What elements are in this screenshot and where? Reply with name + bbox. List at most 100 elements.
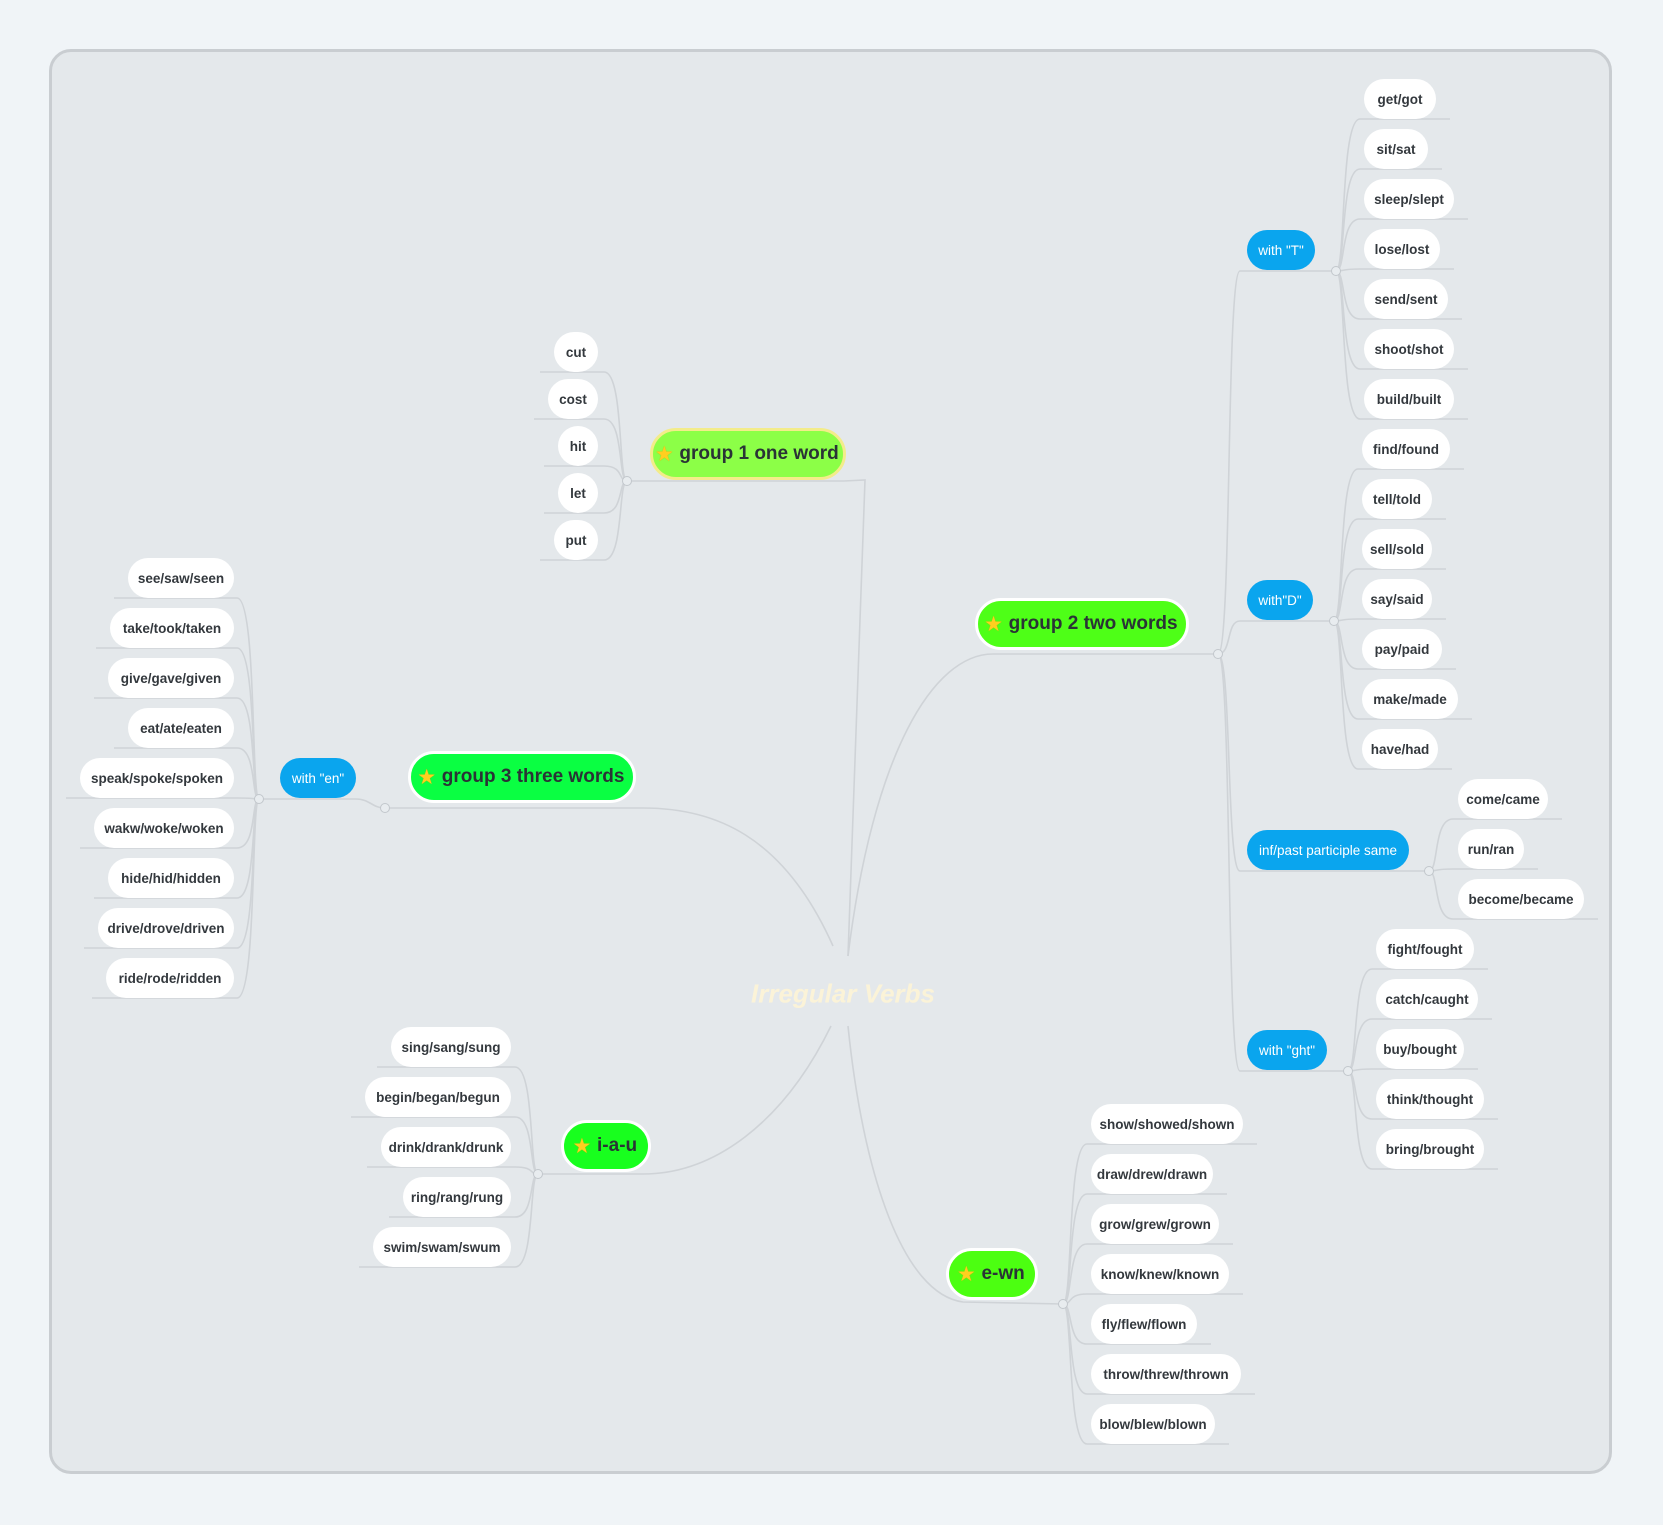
branch-collapse-toggle[interactable] — [1331, 266, 1341, 276]
verb-item-say-said-label: say/said — [1370, 591, 1424, 607]
verb-item-take-took-taken[interactable]: take/took/taken — [110, 608, 234, 648]
verb-item-catch-caught[interactable]: catch/caught — [1376, 979, 1478, 1019]
verb-item-send-sent[interactable]: send/sent — [1364, 279, 1448, 319]
verb-item-drive-drove-driven[interactable]: drive/drove/driven — [98, 908, 234, 948]
subtopic-with-t[interactable]: with "T" — [1247, 230, 1315, 270]
verb-item-tell-told[interactable]: tell/told — [1362, 479, 1432, 519]
verb-item-know-knew-known[interactable]: know/knew/known — [1091, 1254, 1229, 1294]
branch-collapse-toggle[interactable] — [1213, 649, 1223, 659]
verb-item-ride-rode-ridden[interactable]: ride/rode/ridden — [106, 958, 234, 998]
branch-collapse-toggle[interactable] — [1329, 616, 1339, 626]
verb-item-cost[interactable]: cost — [548, 379, 598, 419]
verb-item-see-saw-seen[interactable]: see/saw/seen — [128, 558, 234, 598]
verb-item-become-became-label: become/became — [1468, 891, 1574, 907]
star-icon: ★ — [985, 613, 1002, 634]
verb-item-sell-sold-label: sell/sold — [1369, 541, 1425, 557]
verb-item-sell-sold[interactable]: sell/sold — [1362, 529, 1432, 569]
verb-item-give-gave-given[interactable]: give/gave/given — [108, 658, 234, 698]
verb-item-wakw-woke-woken-label: wakw/woke/woken — [104, 820, 224, 836]
verb-item-swim-swam-swum[interactable]: swim/swam/swum — [373, 1227, 511, 1267]
verb-item-see-saw-seen-label: see/saw/seen — [137, 570, 225, 586]
main-topic-group-3-three-words[interactable]: ★group 3 three words — [408, 751, 636, 803]
subtopic-with-ght[interactable]: with "ght" — [1247, 1030, 1327, 1070]
verb-item-begin-began-begun[interactable]: begin/began/begun — [365, 1077, 511, 1117]
verb-item-fight-fought[interactable]: fight/fought — [1376, 929, 1474, 969]
verb-item-bring-brought[interactable]: bring/brought — [1376, 1129, 1484, 1169]
verb-item-build-built[interactable]: build/built — [1364, 379, 1454, 419]
main-topic-label: i-a-u — [597, 1135, 638, 1156]
subtopic-with-d-label: with"D" — [1258, 592, 1302, 608]
branch-collapse-toggle[interactable] — [622, 476, 632, 486]
verb-item-eat-ate-eaten[interactable]: eat/ate/eaten — [128, 708, 234, 748]
verb-item-drink-drank-drunk[interactable]: drink/drank/drunk — [381, 1127, 511, 1167]
verb-item-swim-swam-swum-label: swim/swam/swum — [383, 1239, 501, 1255]
verb-item-ring-rang-rung-label: ring/rang/rung — [410, 1189, 504, 1205]
branch-collapse-toggle[interactable] — [533, 1169, 543, 1179]
verb-item-cost-label: cost — [559, 391, 587, 407]
verb-item-find-found[interactable]: find/found — [1362, 429, 1450, 469]
verb-item-fly-flew-flown[interactable]: fly/flew/flown — [1091, 1304, 1197, 1344]
verb-item-drink-drank-drunk-label: drink/drank/drunk — [388, 1139, 504, 1155]
subtopic-with-en-label: with "en" — [291, 770, 345, 786]
main-topic-label: group 2 two words — [1008, 613, 1178, 634]
verb-item-buy-bought[interactable]: buy/bought — [1376, 1029, 1464, 1069]
branch-collapse-toggle[interactable] — [1058, 1299, 1068, 1309]
verb-item-shoot-shot[interactable]: shoot/shot — [1364, 329, 1454, 369]
verb-item-come-came[interactable]: come/came — [1458, 779, 1548, 819]
verb-item-get-got[interactable]: get/got — [1364, 79, 1436, 119]
verb-item-show-showed-shown[interactable]: show/showed/shown — [1091, 1104, 1243, 1144]
verb-item-let[interactable]: let — [558, 473, 598, 513]
verb-item-send-sent-label: send/sent — [1374, 291, 1438, 307]
branch-collapse-toggle[interactable] — [1343, 1066, 1353, 1076]
verb-item-sleep-slept[interactable]: sleep/slept — [1364, 179, 1454, 219]
verb-item-pay-paid[interactable]: pay/paid — [1362, 629, 1442, 669]
verb-item-sing-sang-sung-label: sing/sang/sung — [401, 1039, 501, 1055]
branch-collapse-toggle[interactable] — [1424, 866, 1434, 876]
verb-item-make-made[interactable]: make/made — [1362, 679, 1458, 719]
verb-item-sit-sat-label: sit/sat — [1376, 141, 1416, 157]
branch-collapse-toggle[interactable] — [380, 803, 390, 813]
verb-item-ring-rang-rung[interactable]: ring/rang/rung — [403, 1177, 511, 1217]
main-topic-i-a-u[interactable]: ★i-a-u — [561, 1120, 651, 1172]
verb-item-lose-lost[interactable]: lose/lost — [1364, 229, 1440, 269]
verb-item-sleep-slept-label: sleep/slept — [1374, 191, 1444, 207]
verb-item-run-ran[interactable]: run/ran — [1458, 829, 1524, 869]
verb-item-build-built-label: build/built — [1376, 391, 1442, 407]
verb-item-blow-blew-blown[interactable]: blow/blew/blown — [1091, 1404, 1215, 1444]
verb-item-bring-brought-label: bring/brought — [1385, 1141, 1475, 1157]
verb-item-catch-caught-label: catch/caught — [1385, 991, 1469, 1007]
main-topic-e-wn[interactable]: ★e-wn — [946, 1248, 1038, 1300]
verb-item-speak-spoke-spoken[interactable]: speak/spoke/spoken — [80, 758, 234, 798]
verb-item-sing-sang-sung[interactable]: sing/sang/sung — [391, 1027, 511, 1067]
verb-item-wakw-woke-woken[interactable]: wakw/woke/woken — [94, 808, 234, 848]
verb-item-tell-told-label: tell/told — [1373, 491, 1421, 507]
star-icon: ★ — [418, 766, 435, 787]
verb-item-ride-rode-ridden-label: ride/rode/ridden — [118, 970, 222, 986]
verb-item-sit-sat[interactable]: sit/sat — [1364, 129, 1428, 169]
verb-item-fight-fought-label: fight/fought — [1387, 941, 1463, 957]
main-topic-label: group 1 one word — [679, 443, 839, 464]
verb-item-throw-threw-thrown[interactable]: throw/threw/thrown — [1091, 1354, 1241, 1394]
main-topic-group-2-two-words[interactable]: ★ group 2 two words — [975, 598, 1189, 650]
subtopic-with-t-label: with "T" — [1258, 242, 1304, 258]
branch-collapse-toggle[interactable] — [254, 794, 264, 804]
verb-item-hit[interactable]: hit — [558, 426, 598, 466]
root-topic[interactable]: Irregular Verbs — [750, 978, 936, 1009]
verb-item-say-said[interactable]: say/said — [1362, 579, 1432, 619]
subtopic-with-ght-label: with "ght" — [1258, 1042, 1316, 1058]
verb-item-put[interactable]: put — [554, 520, 598, 560]
star-icon: ★ — [656, 443, 673, 464]
verb-item-cut[interactable]: cut — [554, 332, 598, 372]
verb-item-hide-hid-hidden[interactable]: hide/hid/hidden — [108, 858, 234, 898]
verb-item-have-had[interactable]: have/had — [1362, 729, 1438, 769]
main-topic-group-1-one-word[interactable]: ★ group 1 one word — [650, 428, 846, 480]
subtopic-with-d[interactable]: with"D" — [1247, 580, 1313, 620]
subtopic-with-en[interactable]: with "en" — [280, 758, 356, 798]
verb-item-speak-spoke-spoken-label: speak/spoke/spoken — [90, 770, 224, 786]
verb-item-become-became[interactable]: become/became — [1458, 879, 1584, 919]
verb-item-think-thought[interactable]: think/thought — [1376, 1079, 1484, 1119]
subtopic-inf-past-participle-same[interactable]: inf/past participle same — [1247, 830, 1409, 870]
verb-item-grow-grew-grown[interactable]: grow/grew/grown — [1091, 1204, 1219, 1244]
verb-item-draw-drew-drawn[interactable]: draw/drew/drawn — [1091, 1154, 1213, 1194]
